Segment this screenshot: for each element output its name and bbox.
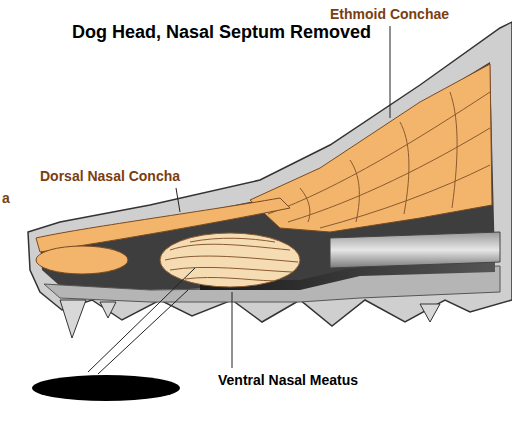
part-label: Dorsal Nasal Concha bbox=[40, 168, 180, 184]
part-label: Ethmoid Conchae bbox=[330, 6, 449, 22]
stray-letter: a bbox=[2, 190, 10, 206]
part-label: Ventral Nasal Meatus bbox=[218, 372, 358, 388]
diagram-title: Dog Head, Nasal Septum Removed bbox=[72, 22, 371, 43]
